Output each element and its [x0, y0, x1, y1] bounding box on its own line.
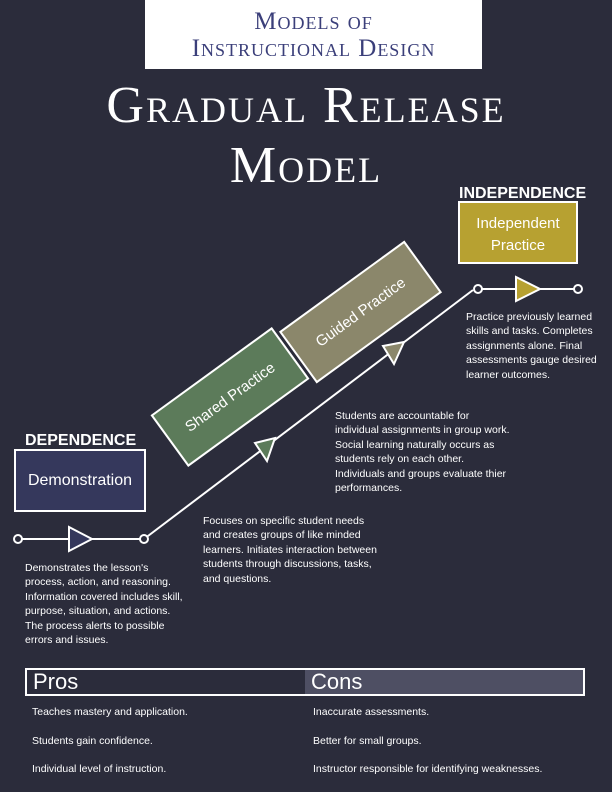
header-line-1: Models of	[254, 8, 373, 35]
arrow-independent-icon	[515, 275, 543, 303]
main-title-line-2: Model	[229, 137, 383, 194]
list-item: Students gain confidence.	[32, 734, 153, 747]
node-icon	[473, 284, 483, 294]
arrow-shared-icon	[253, 436, 277, 464]
header-line-2: Instructional Design	[191, 35, 436, 62]
dependence-label: DEPENDENCE	[25, 432, 137, 449]
arrow-guided-icon	[381, 340, 406, 367]
pros-list: Teaches mastery and application. Student…	[32, 705, 188, 791]
main-title-line-1: Gradual Release	[106, 77, 506, 134]
pros-heading: Pros	[27, 670, 305, 694]
stage-demonstration: Demonstration	[14, 449, 146, 512]
start-node-icon	[13, 534, 23, 544]
list-item: Individual level of instruction.	[32, 763, 167, 775]
cons-heading: Cons	[305, 670, 583, 694]
arrow-demonstration-icon	[68, 525, 95, 553]
list-item: Better for small groups.	[313, 734, 422, 747]
node-icon	[139, 534, 149, 544]
line-segment-diagonal	[143, 289, 474, 540]
list-item: Teaches mastery and application.	[32, 706, 188, 718]
list-item: Inaccurate assessments.	[313, 706, 430, 718]
end-node-icon	[573, 284, 583, 294]
independence-label: INDEPENDENCE	[459, 185, 587, 202]
description-independent: Practice previously learned skills and t…	[466, 311, 597, 381]
description-guided: Students are accountable for individual …	[335, 410, 510, 495]
pros-cons-header: Pros Cons	[25, 668, 585, 696]
list-item: Instructor responsible for identifying w…	[313, 763, 543, 775]
cons-list: Inaccurate assessments. Better for small…	[313, 705, 542, 791]
header-banner: Models of Instructional Design	[145, 0, 482, 69]
description-demonstration: Demonstrates the lesson's process, actio…	[25, 562, 183, 647]
description-shared: Focuses on specific student needs and cr…	[203, 515, 377, 585]
stage-independent-practice: Independent Practice	[458, 201, 578, 264]
